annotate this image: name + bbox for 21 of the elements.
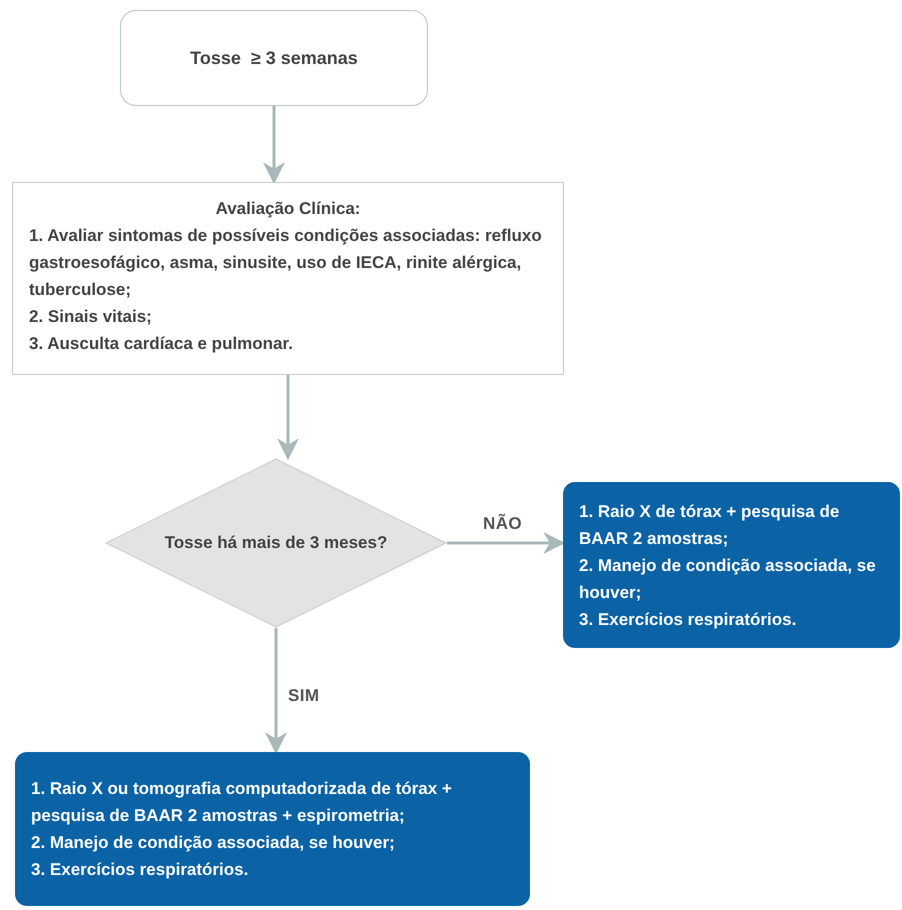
process-box	[12, 182, 564, 375]
arrow	[265, 628, 287, 754]
list-item: 1. Raio X ou tomografia computadorizada de tórax + pesquisa de BAAR 2 amostras + espirometria;	[31, 778, 453, 827]
arrow	[447, 532, 566, 554]
start-box	[120, 10, 428, 106]
decision-diamond	[105, 458, 447, 628]
list-item: 3. Ausculta cardíaca e pulmonar.	[29, 333, 294, 355]
box-heading: Avaliação Clínica:	[214, 198, 362, 220]
list-item: 3. Exercícios respiratórios.	[579, 608, 798, 630]
result-box	[15, 752, 530, 906]
list-item: 3. Exercícios respiratórios.	[31, 859, 250, 881]
list-item: 1. Raio X de tórax + pesquisa de BAAR 2 amostras;	[579, 500, 840, 550]
list-item: 1. Avaliar sintomas de possíveis condições associadas: refluxo gastroesofágico, asma, sinusite, uso de IECA, rinite alérgica, tuberculose;	[29, 225, 543, 301]
arrow	[263, 106, 285, 184]
list-item: 2. Sinais vitais;	[29, 306, 153, 328]
node-text: Tosse ≥ 3 semanas	[190, 46, 358, 70]
result-box	[563, 482, 900, 648]
list-item: 2. Manejo de condição associada, se houver;	[579, 554, 877, 604]
list-item: 2. Manejo de condição associada, se houver;	[31, 832, 396, 854]
arrow	[277, 375, 299, 460]
decision-text: Tosse há mais de 3 meses?	[164, 532, 388, 554]
